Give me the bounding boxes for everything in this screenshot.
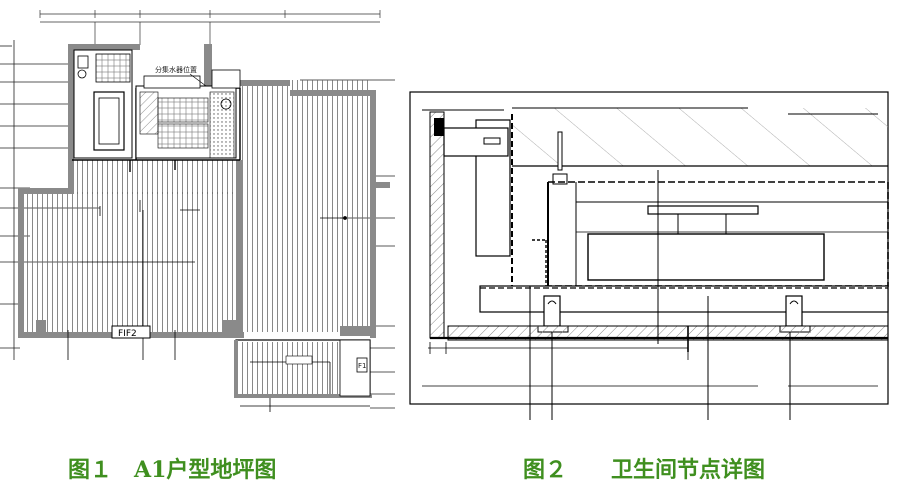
valve-position-label: 分集水器位置	[155, 65, 197, 74]
figure-2-caption: 图２ 卫生间节点详图	[523, 457, 766, 483]
floor-markers	[67, 200, 347, 360]
leader-lines-left	[0, 40, 100, 360]
dimension-lines-top	[39, 10, 381, 45]
balcony-block	[234, 339, 372, 412]
bathroom-detail-drawing	[409, 91, 889, 420]
floor-plan-drawing: 分集水器位置 FIF2 F1	[0, 10, 395, 412]
fif2-tag: FIF2	[118, 329, 137, 339]
bottom-dimension	[422, 342, 878, 387]
leader-lines-bottom	[529, 170, 791, 420]
balcony-mark: F1	[358, 362, 366, 370]
bathroom-block	[73, 49, 133, 159]
kitchen-block	[135, 75, 237, 159]
floor-plan-figure: 分集水器位置 FIF2 F1	[0, 0, 410, 420]
bathroom-detail-figure	[408, 90, 890, 420]
figure-1-caption: 图１ A1户型地坪图	[68, 457, 277, 483]
